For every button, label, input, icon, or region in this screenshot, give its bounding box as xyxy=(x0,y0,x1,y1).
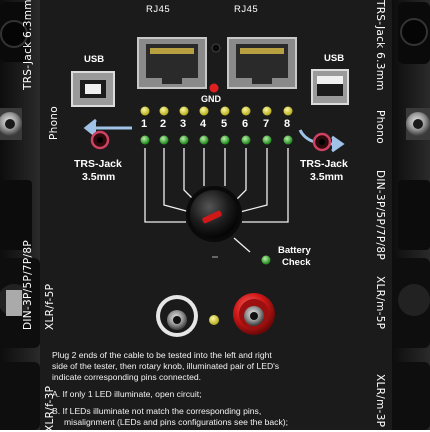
rotary-knob[interactable] xyxy=(186,186,242,242)
pin-number-6: 6 xyxy=(242,118,249,130)
led-yellow-8 xyxy=(283,106,293,116)
gnd-label: GND xyxy=(201,94,221,104)
rj45-port-left[interactable] xyxy=(137,37,207,89)
pin-number-4: 4 xyxy=(200,118,207,130)
instruction-line-5: B. If LEDs illuminate not match the corr… xyxy=(52,406,262,416)
side-right-din-label: DIN-3P/5P/7P/8P xyxy=(374,170,386,260)
side-left-din-label: DIN-3P/5P/7P/8P xyxy=(22,240,34,330)
led-green-2 xyxy=(159,135,169,145)
pin-led-row-green xyxy=(140,135,293,145)
right-side-connectors xyxy=(392,0,430,430)
rj45-right-label: RJ45 xyxy=(234,4,259,15)
rj45-left-label: RJ45 xyxy=(146,4,171,15)
binding-post-red[interactable] xyxy=(233,293,275,335)
led-yellow-1 xyxy=(140,106,150,116)
led-green-4 xyxy=(199,135,209,145)
side-right-xlr5-label: XLR/m-5P xyxy=(374,276,386,330)
led-green-7 xyxy=(262,135,272,145)
trs-left-label-line2: 3.5mm xyxy=(82,171,116,183)
battery-check-led xyxy=(261,255,271,265)
gnd-led xyxy=(209,83,219,93)
led-green-1 xyxy=(140,135,150,145)
side-left-trs63-label: TRS-Jack 6.3mm xyxy=(22,0,34,90)
led-yellow-3 xyxy=(179,106,189,116)
led-yellow-6 xyxy=(241,106,251,116)
instruction-line-4: A. If only 1 LED illuminate, open circui… xyxy=(52,389,202,399)
pin-number-8: 8 xyxy=(284,118,291,130)
knob-marker xyxy=(212,256,218,258)
led-yellow-4 xyxy=(199,106,209,116)
arrow-left-icon xyxy=(83,118,132,138)
battery-label-line1: Battery xyxy=(278,245,311,256)
pin-number-7: 7 xyxy=(263,118,270,130)
pin-selector-lines xyxy=(144,148,289,253)
left-side-connectors xyxy=(0,0,40,430)
side-right-phono-label: Phono xyxy=(374,110,386,144)
led-green-5 xyxy=(220,135,230,145)
battery-label-line2: Check xyxy=(282,257,311,268)
instruction-line-3: indicate corresponding pins connected. xyxy=(52,372,202,382)
pin-number-3: 3 xyxy=(180,118,187,130)
side-right-xlr3-label: XLR/m-3P xyxy=(374,374,386,428)
trs-jack-left[interactable] xyxy=(90,130,110,150)
trs-left-label-line1: TRS-Jack xyxy=(74,158,122,170)
usb-port-left[interactable] xyxy=(71,71,115,107)
instruction-line-6: misalignment (LEDs and pins configuratio… xyxy=(64,417,289,427)
screw-icon xyxy=(211,43,221,53)
led-yellow-2 xyxy=(159,106,169,116)
side-right-trs63-label: TRS-Jack 6.3mm xyxy=(374,0,386,91)
pin-number-2: 2 xyxy=(160,118,167,130)
trs-right-label-line1: TRS-Jack xyxy=(300,158,348,170)
led-green-8 xyxy=(283,135,293,145)
instruction-line-1: Plug 2 ends of the cable to be tested in… xyxy=(52,350,272,360)
center-led xyxy=(209,315,219,325)
side-left-xlr5-label: XLR/f-5P xyxy=(44,283,56,330)
led-yellow-7 xyxy=(262,106,272,116)
binding-post-black[interactable] xyxy=(156,295,198,337)
rj45-port-right[interactable] xyxy=(227,37,297,89)
trs-jack-right[interactable] xyxy=(312,132,332,152)
side-left-phono-label: Phono xyxy=(48,106,60,140)
instruction-line-2: side of the tester, then rotary knob, il… xyxy=(52,361,280,371)
led-green-6 xyxy=(241,135,251,145)
usb-right-label: USB xyxy=(324,53,345,64)
led-yellow-5 xyxy=(220,106,230,116)
usb-left-label: USB xyxy=(84,54,105,65)
trs-right-label-line2: 3.5mm xyxy=(310,171,344,183)
led-green-3 xyxy=(179,135,189,145)
pin-number-1: 1 xyxy=(141,118,148,130)
pin-led-row-yellow xyxy=(140,106,293,116)
pin-number-5: 5 xyxy=(221,118,228,130)
usb-port-right[interactable] xyxy=(311,69,349,105)
